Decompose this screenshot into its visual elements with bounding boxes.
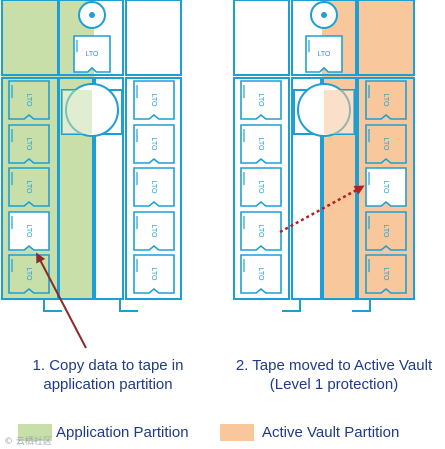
lto-tape-cartridge: LTO [365,80,407,120]
lto-tape-cartridge: LTO [133,124,175,164]
lto-tape-cartridge: LTO [365,211,407,251]
tape-label: LTO [25,268,32,282]
lto-tape-cartridge: LTO [365,254,407,294]
copy-to-tape-arrow [36,252,87,349]
tape-label: LTO [25,225,32,239]
lto-tape-cartridge: LTO [365,167,407,207]
tape-label: LTO [150,94,157,108]
tape-label: LTO [150,225,157,239]
caption-left-line1: 1. Copy data to tape in [32,357,184,374]
drive-tape-cartridge: LTO [305,35,343,73]
lto-tape-cartridge: LTO [240,254,282,294]
drive-tape-cartridge: LTO [73,35,111,73]
tape-label: LTO [382,138,389,152]
lto-tape-cartridge: LTO [8,124,50,164]
lto-tape-cartridge: LTO [240,167,282,207]
legend-swatch-vault [220,424,254,441]
tape-label: LTO [257,94,264,108]
legend-label-vault: Active Vault Partition [262,424,400,441]
lto-tape-cartridge: LTO [240,80,282,120]
tape-label: LTO [25,138,32,152]
tape-label: LTO [86,51,100,58]
tape-label: LTO [318,51,332,58]
tape-label: LTO [25,181,32,195]
lto-tape-cartridge: LTO [8,167,50,207]
lto-tape-cartridge: LTO [8,211,50,251]
tape-label: LTO [382,94,389,108]
right-tape-library: LTO LTO LTO LTO LTO LTO LTO LTO LTO LTO LTO [233,0,415,312]
lto-tape-cartridge: LTO [8,254,50,294]
watermark: © 云栖社区 [4,437,52,447]
lto-tape-cartridge: LTO [133,211,175,251]
legend-label-application: Application Partition [56,424,189,441]
tape-label: LTO [150,181,157,195]
lto-tape-cartridge: LTO [133,254,175,294]
caption-right-line1: 2. Tape moved to Active Vault [235,357,433,374]
tape-label: LTO [257,268,264,282]
tape-label: LTO [257,181,264,195]
left-tape-library: LTO LTO LTO LTO LTO LTO LTO LTO LTO LTO LTO [1,0,182,312]
tape-label: LTO [25,94,32,108]
tape-label: LTO [382,181,389,195]
tape-label: LTO [257,138,264,152]
tape-label: LTO [382,225,389,239]
caption-left: 1. Copy data to tape in application part… [8,356,208,394]
legend-swatch-application [18,424,52,441]
tape-label: LTO [150,268,157,282]
caption-left-line2: application partition [43,376,173,393]
caption-right: 2. Tape moved to Active Vault (Level 1 p… [224,356,444,394]
lto-tape-cartridge: LTO [133,80,175,120]
lto-tape-cartridge: LTO [365,124,407,164]
lto-tape-cartridge: LTO [8,80,50,120]
caption-right-line2: (Level 1 protection) [269,376,399,393]
lto-tape-cartridge: LTO [240,211,282,251]
tape-label: LTO [382,268,389,282]
lto-tape-cartridge: LTO [133,167,175,207]
tape-label: LTO [150,138,157,152]
tape-label: LTO [257,225,264,239]
lto-tape-cartridge: LTO [240,124,282,164]
